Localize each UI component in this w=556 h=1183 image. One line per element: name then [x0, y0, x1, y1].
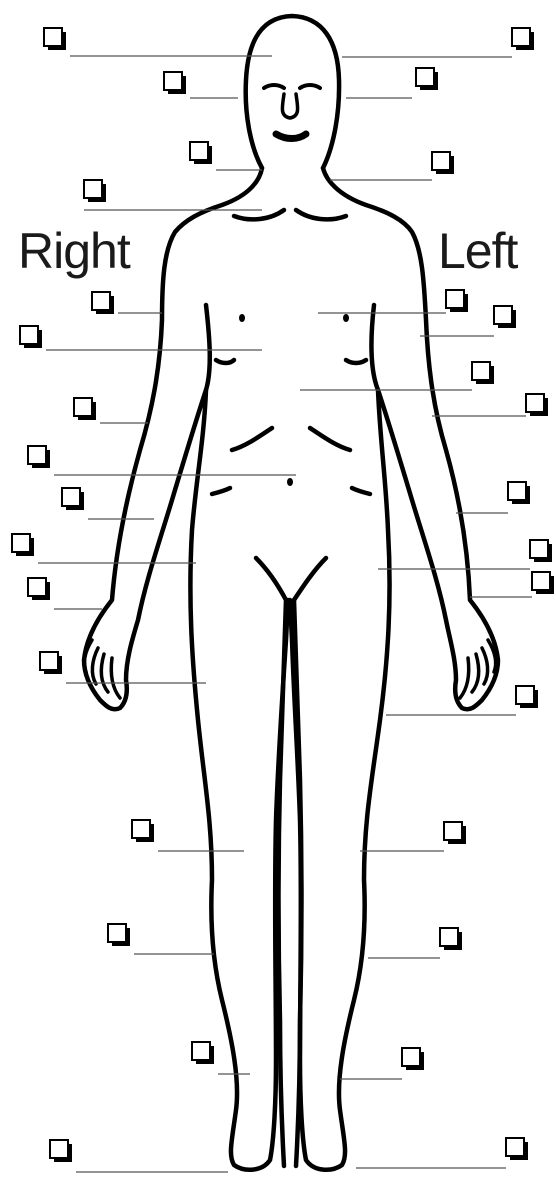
- label-checkbox[interactable]: [440, 928, 462, 950]
- inner-legs: [279, 600, 302, 1166]
- abdomen-left: [310, 428, 350, 450]
- checkbox-face[interactable]: [530, 540, 548, 558]
- right-hand-fingers: [84, 640, 120, 698]
- label-checkbox[interactable]: [432, 152, 454, 174]
- checkbox-face[interactable]: [50, 1140, 68, 1158]
- label-checkbox[interactable]: [472, 362, 494, 384]
- label-checkbox[interactable]: [84, 180, 106, 202]
- label-checkbox[interactable]: [108, 924, 130, 946]
- label-checkbox[interactable]: [532, 572, 554, 594]
- collarbone-left: [296, 210, 346, 219]
- label-checkbox[interactable]: [40, 652, 62, 674]
- right-inner-arm: [206, 305, 210, 390]
- left-side-outline: [290, 168, 498, 1170]
- label-checkbox[interactable]: [192, 1042, 214, 1064]
- label-checkbox[interactable]: [12, 534, 34, 556]
- checkbox-face[interactable]: [12, 534, 30, 552]
- checkbox-face[interactable]: [472, 362, 490, 380]
- left-inner-arm: [371, 305, 378, 390]
- checkbox-face[interactable]: [440, 928, 458, 946]
- checkbox-face[interactable]: [506, 1138, 524, 1156]
- checkbox-face[interactable]: [84, 180, 102, 198]
- checkbox-face[interactable]: [494, 306, 512, 324]
- left-eye: [300, 85, 320, 88]
- label-checkbox[interactable]: [92, 292, 114, 314]
- checkbox-face[interactable]: [20, 326, 38, 344]
- label-checkbox[interactable]: [446, 290, 468, 312]
- checkbox-face[interactable]: [74, 398, 92, 416]
- checkbox-face[interactable]: [28, 578, 46, 596]
- collarbone-right: [234, 210, 284, 219]
- checkbox-face[interactable]: [190, 142, 208, 160]
- label-checkbox[interactable]: [444, 822, 466, 844]
- right-nipple: [239, 314, 245, 322]
- pelvis-line: [256, 558, 326, 600]
- label-checkbox[interactable]: [516, 686, 538, 708]
- label-checkbox[interactable]: [28, 578, 50, 600]
- right-eye: [264, 85, 284, 88]
- checkbox-face[interactable]: [62, 488, 80, 506]
- checkbox-face[interactable]: [512, 28, 530, 46]
- mouth: [276, 134, 306, 139]
- body-marks: [239, 314, 349, 486]
- checkbox-face[interactable]: [516, 686, 534, 704]
- checkbox-face[interactable]: [432, 152, 450, 170]
- checkbox-face[interactable]: [508, 482, 526, 500]
- checkbox-face[interactable]: [28, 446, 46, 464]
- label-checkbox[interactable]: [74, 398, 96, 420]
- nose: [282, 94, 297, 118]
- checkbox-face[interactable]: [192, 1042, 210, 1060]
- hip-left: [352, 488, 370, 494]
- checkbox-face[interactable]: [92, 292, 110, 310]
- label-checkbox[interactable]: [506, 1138, 528, 1160]
- label-checkbox[interactable]: [164, 72, 186, 94]
- label-checkbox[interactable]: [190, 142, 212, 164]
- checkbox-face[interactable]: [446, 290, 464, 308]
- label-checkbox[interactable]: [44, 28, 66, 50]
- label-checkbox[interactable]: [530, 540, 552, 562]
- checkbox-face[interactable]: [444, 822, 462, 840]
- checkbox-face[interactable]: [40, 652, 58, 670]
- right-side-outline: [84, 168, 288, 1170]
- label-checkbox[interactable]: [416, 68, 438, 90]
- checkbox-face[interactable]: [532, 572, 550, 590]
- face-features: [264, 85, 320, 139]
- label-checkbox[interactable]: [28, 446, 50, 468]
- right-side-label: Right: [18, 226, 130, 276]
- breast-left: [346, 360, 366, 363]
- left-side-label: Left: [438, 226, 517, 276]
- checkbox-face[interactable]: [402, 1048, 420, 1066]
- breast-right: [216, 360, 234, 363]
- body-outline: [84, 16, 498, 1170]
- checkbox-face[interactable]: [416, 68, 434, 86]
- head-outline: [246, 16, 339, 168]
- checkbox-face[interactable]: [132, 820, 150, 838]
- label-checkbox[interactable]: [50, 1140, 72, 1162]
- navel: [287, 478, 293, 486]
- label-checkbox[interactable]: [512, 28, 534, 50]
- label-checkbox[interactable]: [526, 394, 548, 416]
- checkbox-face[interactable]: [526, 394, 544, 412]
- checkbox-face[interactable]: [44, 28, 62, 46]
- checkbox-face[interactable]: [164, 72, 182, 90]
- label-checkbox[interactable]: [20, 326, 42, 348]
- checkbox-face[interactable]: [108, 924, 126, 942]
- hip-right: [212, 488, 230, 494]
- label-checkbox[interactable]: [494, 306, 516, 328]
- abdomen-right: [232, 428, 272, 450]
- label-checkbox[interactable]: [402, 1048, 424, 1070]
- label-checkbox[interactable]: [62, 488, 84, 510]
- label-checkbox[interactable]: [132, 820, 154, 842]
- label-checkbox[interactable]: [508, 482, 530, 504]
- left-nipple: [343, 314, 349, 322]
